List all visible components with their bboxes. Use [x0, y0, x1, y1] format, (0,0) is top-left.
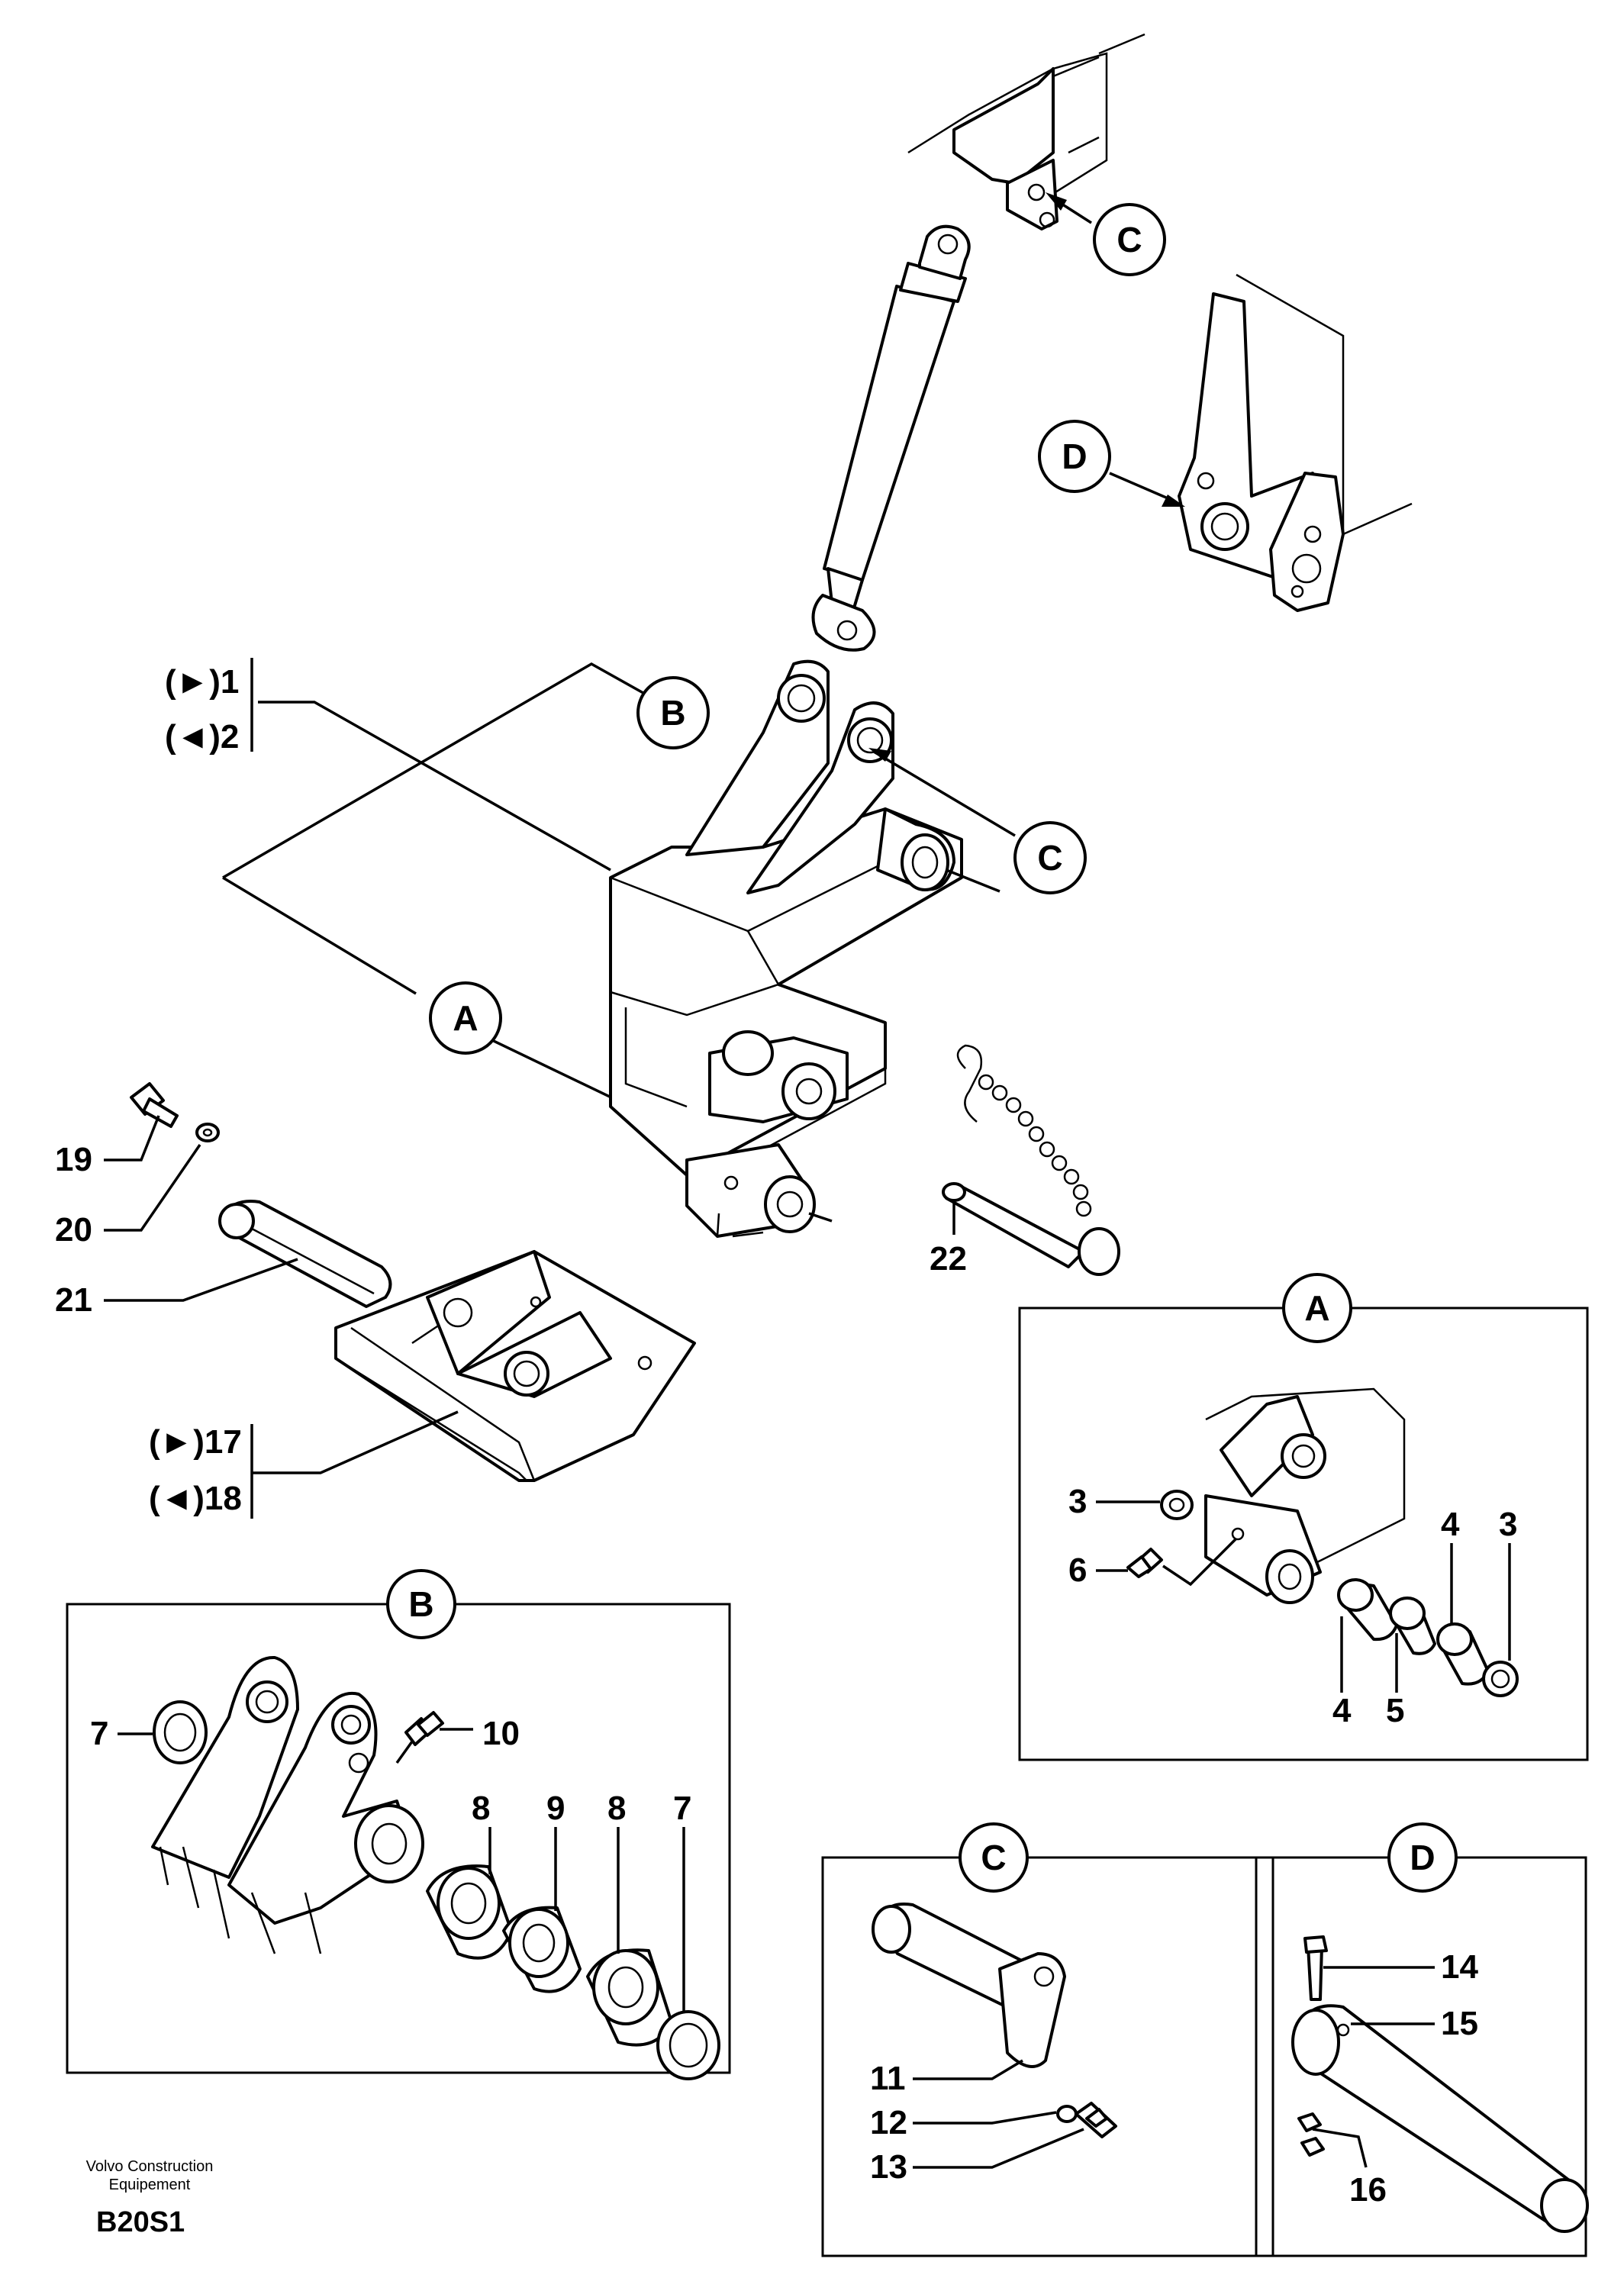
- detail-a-label-5: 5: [1386, 1692, 1404, 1729]
- detail-b-label-7-left: 7: [90, 1715, 108, 1752]
- detail-d-label: D: [1410, 1838, 1435, 1877]
- footer-block: Volvo Construction Equipement B20S1: [86, 2158, 214, 2238]
- bolt-19-illustration: [130, 1082, 220, 1142]
- callout-b-label: B: [660, 693, 685, 733]
- callout-a-main: A: [429, 981, 502, 1055]
- detail-c-label-12: 12: [870, 2104, 907, 2141]
- detail-c-panel: C 11 12 13: [821, 1822, 1274, 2257]
- upper-bracket-illustration: [907, 33, 1146, 230]
- part-label-1: (►)1: [165, 663, 239, 701]
- label-group-17-18: (►)17 (◄)18: [149, 1410, 459, 1519]
- callout-c-label: C: [1116, 220, 1142, 259]
- callout-a-label: A: [453, 998, 478, 1038]
- detail-a-label-3-left: 3: [1068, 1483, 1087, 1520]
- part-label-17: (►)17: [149, 1423, 242, 1461]
- label-group-1-2: (►)1 (◄)2: [165, 658, 253, 756]
- detail-c-label: C: [981, 1838, 1006, 1877]
- mount-bracket-17-illustration: [334, 1250, 696, 1482]
- detail-c-frame: [821, 1856, 1274, 2257]
- detail-c-label-13: 13: [870, 2148, 907, 2186]
- detail-d-label-15: 15: [1441, 2005, 1478, 2042]
- detail-a-label: A: [1304, 1288, 1329, 1328]
- detail-b-panel: B 7 10 8 9 8: [66, 1569, 731, 2080]
- hydraulic-cylinder-illustration: [811, 224, 971, 652]
- detail-a-label-3-right: 3: [1499, 1506, 1517, 1543]
- callout-d-top: D: [1038, 420, 1185, 507]
- detail-b-label-8-left: 8: [472, 1790, 490, 1827]
- detail-a-label-6: 6: [1068, 1551, 1087, 1589]
- d-bracket-illustration: [1178, 273, 1413, 612]
- footer-company: Volvo Construction: [86, 2158, 214, 2175]
- detail-b-label: B: [408, 1584, 433, 1624]
- detail-b-label-7-right: 7: [673, 1790, 691, 1827]
- part-label-18: (◄)18: [149, 1480, 242, 1517]
- callout-c-main: C: [868, 748, 1087, 894]
- detail-d-panel: D 14 15 16: [1255, 1822, 1589, 2257]
- detail-c-label-11: 11: [870, 2060, 906, 2097]
- detail-d-label-16: 16: [1349, 2171, 1387, 2209]
- swing-bracket-illustration: [222, 659, 1000, 1238]
- detail-d-label-14: 14: [1441, 1948, 1478, 1986]
- drawing-code: B20S1: [96, 2206, 185, 2238]
- pin-chain-illustration: [942, 1044, 1120, 1276]
- detail-b-label-10: 10: [482, 1715, 520, 1752]
- pin-21-illustration: [218, 1200, 392, 1308]
- callout-c-main-label: C: [1037, 838, 1062, 878]
- callout-b-main: B: [636, 676, 710, 749]
- detail-a-panel: A 3 6 4 3 4 5: [1018, 1273, 1589, 1761]
- detail-a-label-4-top: 4: [1441, 1506, 1460, 1543]
- callout-c-top: C: [1046, 192, 1166, 276]
- footer-company-2: Equipement: [109, 2177, 191, 2193]
- callout-d-label: D: [1062, 437, 1087, 476]
- part-label-22: 22: [930, 1240, 967, 1278]
- detail-b-label-9: 9: [546, 1790, 565, 1827]
- part-label-21: 21: [55, 1281, 92, 1319]
- detail-b-label-8-right: 8: [607, 1790, 626, 1827]
- part-label-2: (◄)2: [165, 718, 239, 756]
- part-label-20: 20: [55, 1211, 92, 1249]
- detail-a-label-4-bottom: 4: [1332, 1692, 1352, 1729]
- part-label-19: 19: [55, 1141, 92, 1178]
